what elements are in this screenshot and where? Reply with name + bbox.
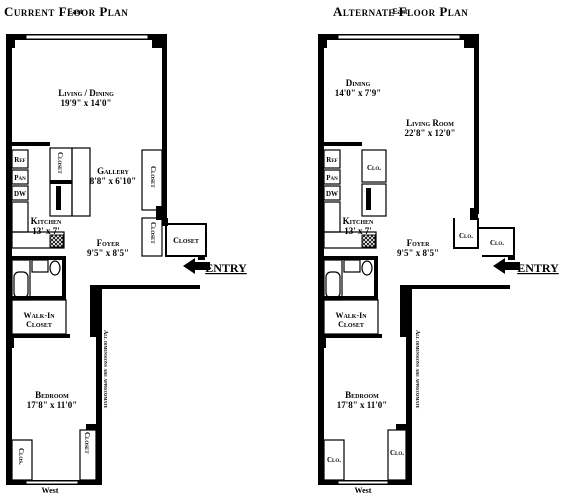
alternate-dw-label: DW	[326, 190, 338, 198]
current-bedroom-closet-left	[11, 439, 33, 481]
alternate-bedroom-clo-right-label: Clo.	[390, 449, 404, 457]
current-foyer-dim: 9'5" x 8'5"	[87, 248, 129, 258]
alternate-living-dim: 22'8" x 12'0"	[405, 128, 456, 138]
current-foyer-small-closet-box	[141, 217, 163, 257]
current-gallery-dim: 8'8" x 6'10"	[90, 176, 137, 186]
current-pan-label: Pan	[14, 174, 26, 182]
alternate-foyer-name: Foyer	[407, 238, 430, 248]
alternate-walkin-line2: Closet	[338, 320, 364, 329]
alternate-dimensions-note: All dimensions are approximate	[414, 330, 420, 409]
alternate-foyer-clo-left-label: Clo.	[459, 232, 473, 240]
current-ref-label: Ref	[14, 156, 25, 164]
current-foyer-name: Foyer	[97, 238, 120, 248]
current-walkin-line2: Closet	[26, 320, 52, 329]
current-gallery-closet-box	[141, 149, 163, 211]
current-west-window	[25, 480, 79, 485]
current-gallery-closet-label: Closet	[149, 166, 157, 188]
alternate-kitchen-clo	[361, 149, 387, 183]
alternate-foyer-clo-right-label: Clo.	[490, 239, 504, 247]
alternate-compass-west: West	[355, 486, 372, 495]
current-toilet	[49, 260, 61, 276]
current-right-wall-upper	[162, 34, 167, 224]
alternate-floor-plan: East Dining 14'0" x 7'9" Living Room 22'…	[318, 7, 559, 495]
current-entry-arrow-icon	[183, 258, 210, 274]
alternate-east-window	[337, 34, 461, 40]
alternate-toilet	[361, 260, 373, 276]
current-bedroom-dim: 17'8" x 11'0"	[27, 400, 78, 410]
current-compass-east: East	[67, 7, 82, 16]
alternate-dining-dim: 14'0" x 7'9"	[335, 88, 382, 98]
alternate-bedroom-dim: 17'8" x 11'0"	[337, 400, 388, 410]
current-gallery-name: Gallery	[97, 166, 129, 176]
alternate-entry-label: ENTRY	[517, 261, 559, 275]
current-east-window	[25, 34, 149, 40]
current-compass-west: West	[42, 486, 59, 495]
alternate-walkin-line1: Walk-In	[335, 311, 367, 320]
current-kitchen-closet-label: Closet	[56, 152, 64, 174]
alternate-ref-label: Ref	[326, 156, 337, 164]
alternate-living-name: Living Room	[406, 118, 454, 128]
current-dimensions-note: All dimensions are approximate	[102, 330, 108, 409]
alternate-kitchen-clo-label: Clo.	[367, 164, 381, 172]
current-bedroom-closet-right-label: Closet	[83, 432, 91, 454]
alternate-plan-title: Alternate Floor Plan	[333, 4, 469, 19]
alternate-foyer-clo-right	[478, 227, 515, 257]
current-floor-plan: East Living / Dining 19'9" x 14'0" Galle…	[6, 7, 247, 495]
alternate-foyer-dim: 9'5" x 8'5"	[397, 248, 439, 258]
alternate-bedroom-clo-left	[323, 439, 345, 481]
current-bedroom-right-wall	[96, 285, 102, 483]
current-bedroom-name: Bedroom	[35, 390, 69, 400]
current-living-dining-dim: 19'9" x 14'0"	[61, 98, 112, 108]
current-kitchen-name: Kitchen	[31, 216, 62, 226]
alternate-bedroom-name: Bedroom	[345, 390, 379, 400]
alternate-dining-name: Dining	[346, 78, 371, 88]
current-corridor-column	[90, 285, 97, 337]
alternate-kitchen-dim: 13' x 7'	[344, 226, 372, 236]
alternate-kitchen-name: Kitchen	[343, 216, 374, 226]
current-walkin-line1: Walk-In	[23, 311, 55, 320]
alternate-compass-east: East	[392, 7, 407, 16]
current-entry-label: ENTRY	[205, 261, 247, 275]
alternate-stove	[361, 234, 376, 248]
alternate-entry-arrow-icon	[493, 258, 520, 274]
current-stove	[49, 234, 64, 248]
alternate-pan-label: Pan	[326, 174, 338, 182]
current-plan-title: Current Floor Plan	[4, 4, 129, 19]
current-foyer-closet-label: Closet	[173, 236, 199, 245]
current-dw-label: DW	[14, 190, 26, 198]
current-corridor-wall	[90, 285, 200, 289]
alternate-bedroom-clo-left-label: Clo.	[327, 456, 341, 464]
alternate-west-window	[337, 480, 389, 485]
current-foyer-closet-box	[165, 223, 207, 257]
current-living-dining-name: Living / Dining	[58, 88, 114, 98]
current-kitchen-dim: 13' x 7'	[32, 226, 60, 236]
alternate-foyer-clo-left	[453, 218, 479, 249]
current-foyer-small-closet-label: Closet	[149, 222, 157, 244]
current-bedroom-closet-left-label: Clos.	[17, 448, 25, 465]
